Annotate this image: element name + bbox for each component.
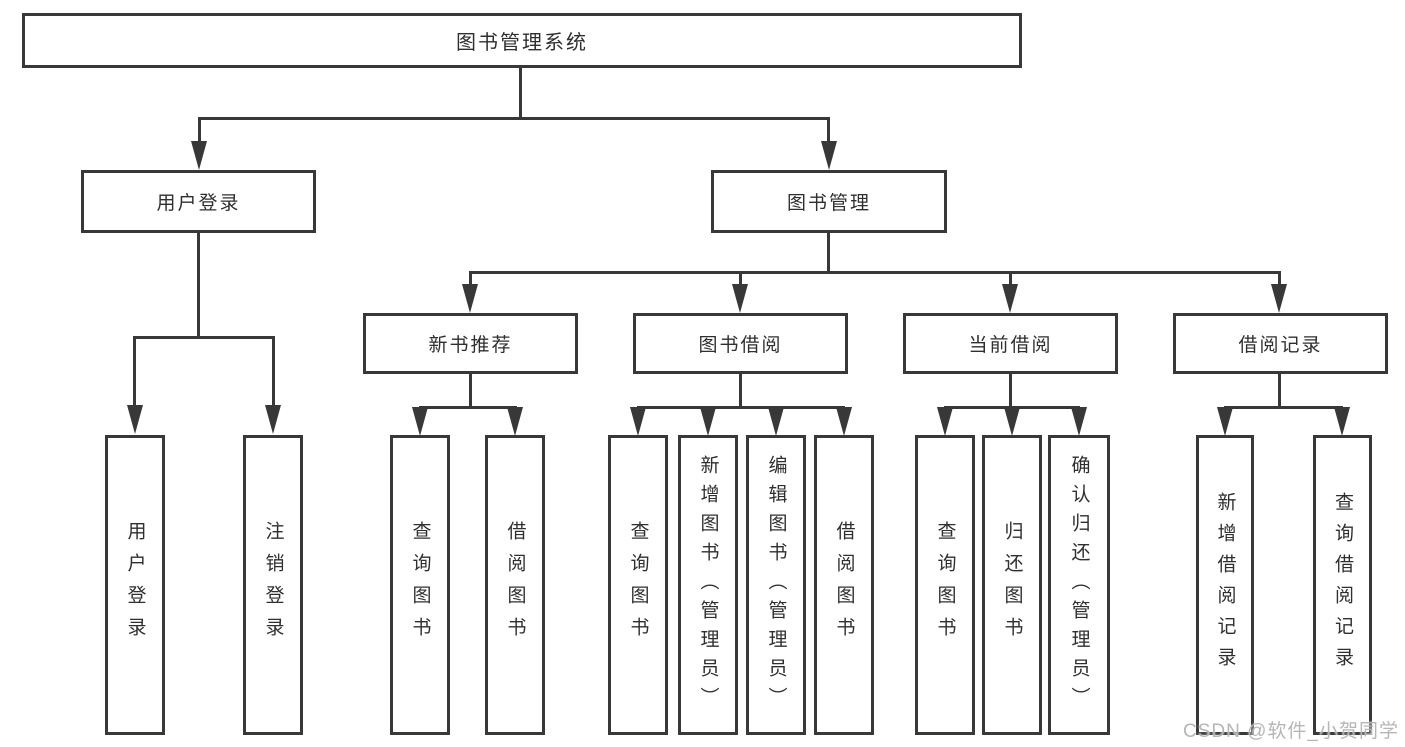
connector-root-bar [198, 117, 830, 120]
leaf-nbr-borrow-book: 借阅图书 [485, 435, 545, 735]
connector-nbr-bar [419, 406, 517, 409]
arrow-down-icon [821, 141, 837, 170]
leaf-br-query-record: 查询借阅记录 [1313, 435, 1372, 735]
leaf-cb-confirm-return-admin: 确认归还（管理员） [1048, 435, 1110, 735]
node-user-login: 用户登录 [81, 170, 316, 233]
connector-bookmgmt-drop-1 [469, 271, 472, 287]
connector-userlogin-drop-right [272, 336, 275, 408]
arrow-down-icon [412, 407, 428, 436]
connector-userlogin-bar [133, 336, 275, 339]
leaf-bb-query-book: 查询图书 [608, 435, 668, 735]
leaf-br-add-record: 新增借阅记录 [1196, 435, 1254, 735]
arrow-down-icon [1004, 407, 1020, 436]
connector-bookmgmt-drop-3 [1009, 271, 1012, 287]
leaf-logout: 注销登录 [243, 435, 303, 735]
leaf-cb-query-book: 查询图书 [915, 435, 975, 735]
arrow-down-icon [732, 284, 748, 313]
connector-userlogin-drop-left [133, 336, 136, 408]
connector-bb-bar [637, 406, 845, 409]
leaf-bb-edit-book-admin: 编辑图书（管理员） [746, 435, 806, 735]
node-book-borrow: 图书借阅 [633, 313, 848, 374]
arrow-down-icon [462, 284, 478, 313]
connector-root-drop-left [198, 117, 201, 145]
node-book-management: 图书管理 [711, 170, 947, 233]
connector-bookmgmt-drop-2 [739, 271, 742, 287]
arrow-down-icon [507, 407, 523, 436]
connector-nbr-stem [469, 374, 472, 409]
leaf-nbr-query-book: 查询图书 [390, 435, 450, 735]
csdn-watermark: CSDN @软件_小贺同学 [1183, 721, 1399, 742]
arrow-down-icon [700, 407, 716, 436]
leaf-bb-borrow-book: 借阅图书 [814, 435, 874, 735]
node-borrow-record: 借阅记录 [1173, 313, 1388, 374]
connector-cb-stem [1009, 374, 1012, 409]
arrow-down-icon [265, 405, 281, 434]
arrow-down-icon [1271, 284, 1287, 313]
leaf-cb-return-book: 归还图书 [982, 435, 1042, 735]
leaf-user-login: 用户登录 [105, 435, 165, 735]
arrow-down-icon [191, 141, 207, 170]
connector-userlogin-stem [197, 233, 200, 339]
arrow-down-icon [1002, 284, 1018, 313]
connector-bb-stem [739, 374, 742, 409]
connector-root-stem [519, 68, 522, 120]
arrow-down-icon [1217, 407, 1233, 436]
connector-bookmgmt-drop-4 [1278, 271, 1281, 287]
node-library-management-system: 图书管理系统 [22, 13, 1022, 68]
arrow-down-icon [127, 405, 143, 434]
connector-bookmgmt-stem [827, 233, 830, 274]
leaf-bb-add-book-admin: 新增图书（管理员） [678, 435, 738, 735]
arrow-down-icon [937, 407, 953, 436]
connector-br-bar [1224, 406, 1343, 409]
connector-bookmgmt-bar [469, 271, 1281, 274]
connector-root-drop-right [827, 117, 830, 145]
arrow-down-icon [836, 407, 852, 436]
arrow-down-icon [768, 407, 784, 436]
arrow-down-icon [1334, 407, 1350, 436]
connector-br-stem [1278, 374, 1281, 409]
arrow-down-icon [1071, 407, 1087, 436]
arrow-down-icon [630, 407, 646, 436]
node-current-borrow: 当前借阅 [903, 313, 1118, 374]
node-new-book-recommend: 新书推荐 [363, 313, 578, 374]
